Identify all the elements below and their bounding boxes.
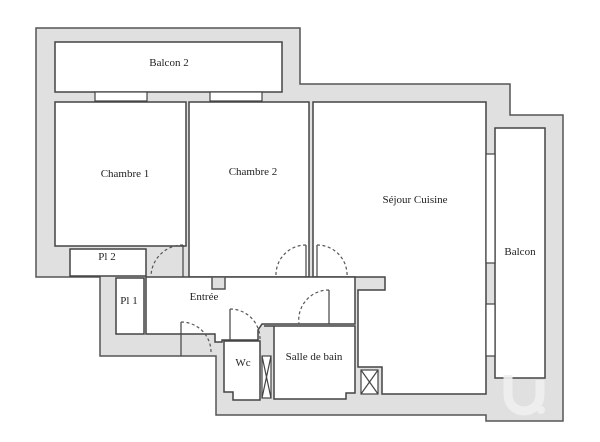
window — [485, 153, 496, 264]
door-sejour — [316, 244, 348, 278]
label-chambre-2: Chambre 2 — [229, 166, 278, 178]
label-balcon: Balcon — [504, 246, 536, 258]
room-chambre-1 — [54, 101, 187, 247]
label-chambre-1: Chambre 1 — [101, 168, 150, 180]
label-entree: Entrée — [190, 291, 219, 303]
label-pl-2: Pl 2 — [98, 251, 115, 263]
room-salle-de-bain — [264, 325, 356, 400]
door-chambre-1 — [150, 244, 184, 278]
room-balcon-2 — [54, 41, 283, 93]
ventilation-duct-icon — [360, 369, 379, 395]
room-chambre-2 — [188, 101, 310, 278]
room-wc — [223, 340, 261, 401]
label-balcon-2: Balcon 2 — [149, 57, 188, 69]
ventilation-duct-icon — [261, 355, 272, 399]
window — [94, 91, 148, 102]
room-pl-2 — [69, 248, 147, 277]
door-wc — [229, 308, 261, 341]
pillar — [211, 276, 226, 290]
label-salle-de-bain: Salle de bain — [286, 351, 343, 363]
label-pl-1: Pl 1 — [120, 295, 137, 307]
label-sejour-cuisine: Séjour Cuisine — [382, 194, 447, 206]
window — [209, 91, 263, 102]
door-salle-de-bain — [298, 289, 330, 325]
door-chambre-2 — [275, 244, 307, 278]
door-entree — [180, 321, 212, 356]
window — [485, 303, 496, 357]
watermark-logo-icon — [503, 375, 545, 416]
room-sejour-cuisine — [312, 101, 487, 395]
room-pl-1 — [115, 277, 145, 335]
room-balcon — [494, 127, 546, 379]
label-wc: Wc — [235, 357, 250, 369]
room-entree — [145, 276, 356, 343]
